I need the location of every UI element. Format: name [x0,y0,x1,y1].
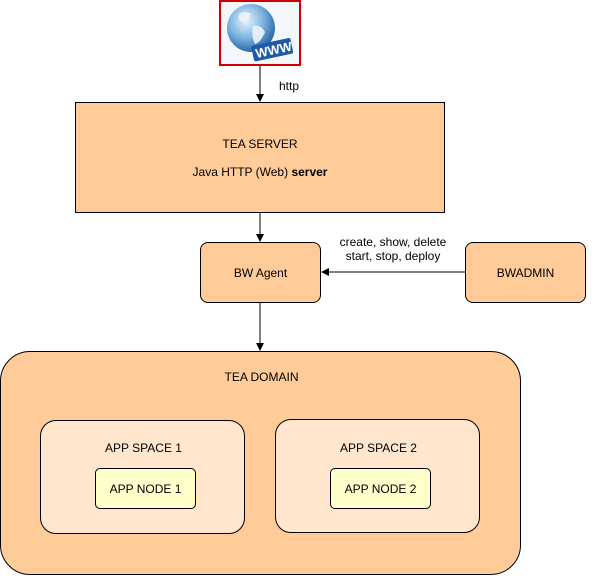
app-node-2: APP NODE 2 [330,468,431,509]
app-space-2-title: APP SPACE 2 [340,441,417,455]
tea-server-title: TEA SERVER [222,136,298,151]
commands-line-1: create, show, delete [339,235,447,249]
commands-line-2: start, stop, deploy [345,249,441,263]
bwadmin-box: BWADMIN [465,242,586,303]
bw-agent-label: BW Agent [233,265,288,280]
bwadmin-label: BWADMIN [496,265,555,280]
app-node-1: APP NODE 1 [95,468,196,509]
www-globe-icon: WWW [219,0,301,66]
app-node-1-label: APP NODE 1 [109,481,182,496]
tea-server-subtitle: Java HTTP (Web) server [192,164,328,179]
app-space-1-title: APP SPACE 1 [105,441,182,455]
tea-domain-title: TEA DOMAIN [224,370,299,384]
bw-agent-box: BW Agent [200,242,321,303]
http-label: http [279,79,300,93]
app-node-2-label: APP NODE 2 [344,481,417,496]
commands-label: create, show, delete start, stop, deploy [330,235,456,263]
app-space-2: APP SPACE 2 [275,419,480,533]
tea-server-box: TEA SERVER Java HTTP (Web) server [75,102,445,213]
